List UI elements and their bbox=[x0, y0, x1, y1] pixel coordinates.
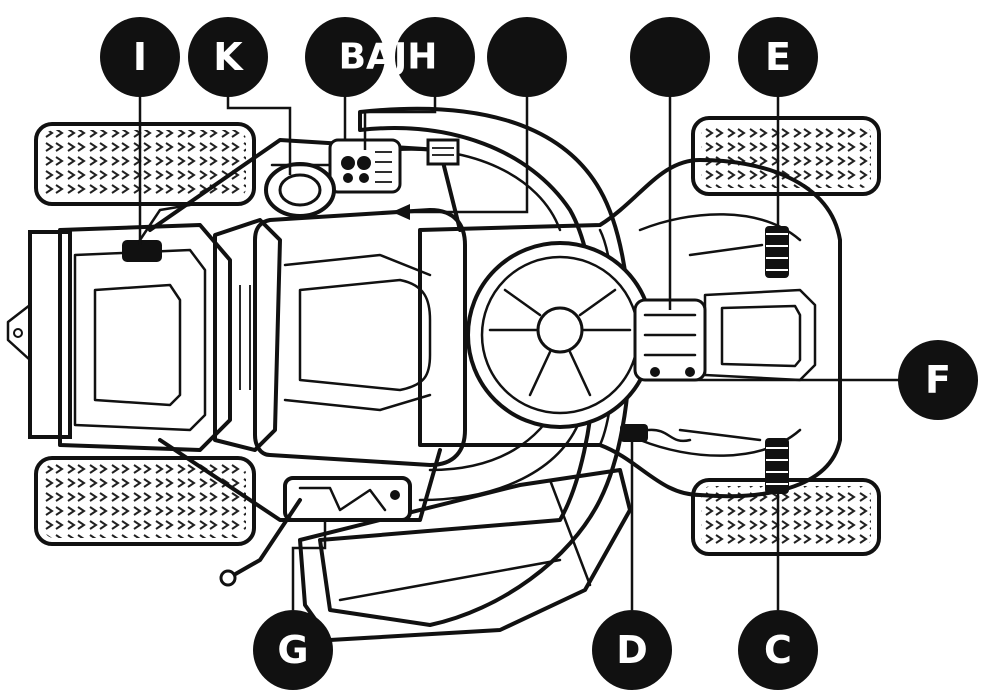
throttle-mechanism bbox=[633, 298, 707, 382]
front-right-wheel bbox=[691, 478, 881, 556]
callout-label-F: F bbox=[925, 358, 951, 402]
callout-label-D: D bbox=[616, 628, 648, 672]
rear-left-wheel bbox=[34, 122, 256, 206]
callout-D: D bbox=[592, 610, 672, 690]
fuel-cap bbox=[264, 162, 336, 218]
brake-pedal bbox=[620, 424, 692, 443]
callout-label-I: I bbox=[133, 35, 147, 79]
callout-C: C bbox=[738, 610, 818, 690]
callout-F: F bbox=[898, 340, 978, 420]
front-left-wheel bbox=[691, 116, 881, 196]
callout-label-K: K bbox=[213, 35, 244, 79]
callout-K: K bbox=[188, 17, 268, 97]
callout-label-E: E bbox=[765, 35, 791, 79]
callout-label-C: C bbox=[764, 628, 792, 672]
seat bbox=[213, 208, 467, 467]
callout-label-G: G bbox=[277, 628, 308, 672]
leader-lines bbox=[138, 95, 900, 610]
steering-wheel bbox=[466, 241, 654, 429]
control-panel bbox=[328, 138, 460, 194]
callout-blank-2 bbox=[630, 17, 710, 97]
callout-E: E bbox=[738, 17, 818, 97]
height-lever bbox=[219, 476, 412, 587]
callout-label-BAJH: BAJH bbox=[339, 37, 438, 78]
callout-BAJH: BAJH bbox=[305, 17, 475, 97]
callout-I: I bbox=[100, 17, 180, 97]
rear-lever bbox=[122, 203, 192, 262]
callout-G: G bbox=[253, 610, 333, 690]
rear-right-wheel bbox=[34, 456, 256, 546]
front-pedals bbox=[678, 226, 789, 494]
mower-body bbox=[6, 138, 842, 522]
callout-blank-1 bbox=[487, 17, 567, 97]
